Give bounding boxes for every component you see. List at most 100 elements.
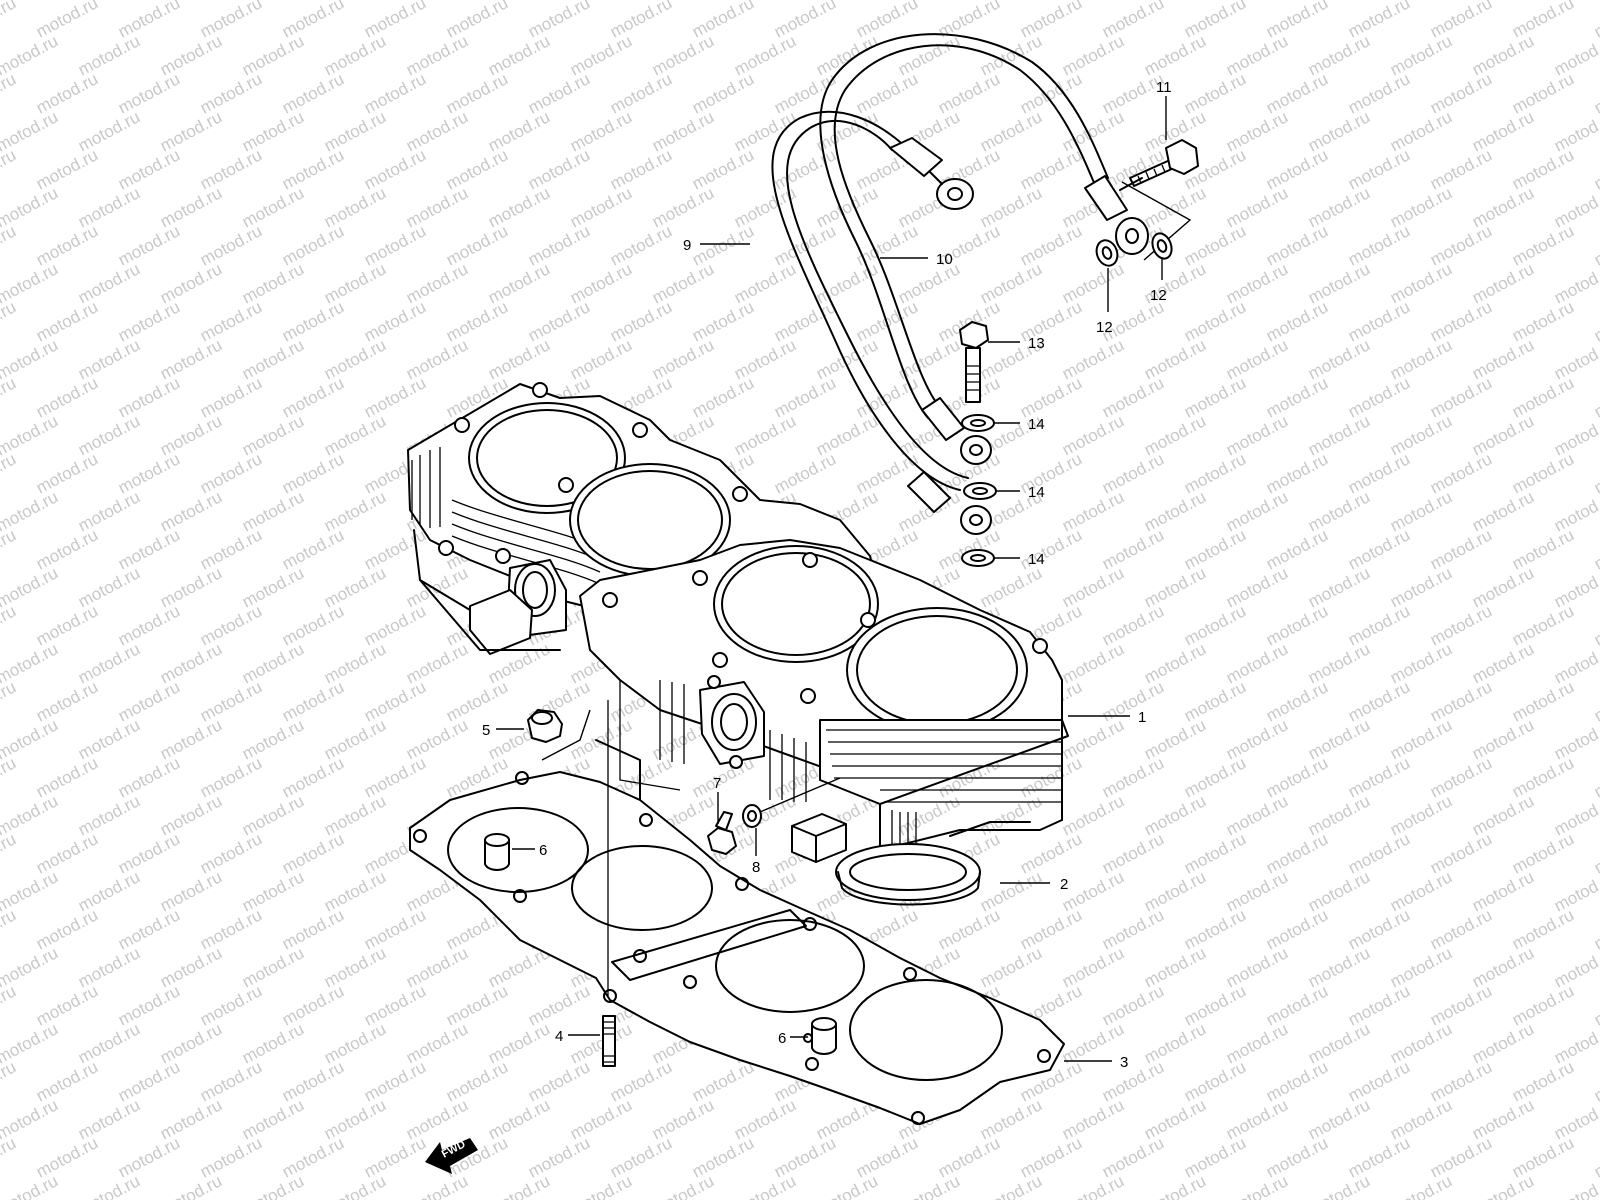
watermark-text: motod.ru (197, 753, 265, 801)
watermark-text: motod.ru (1551, 791, 1600, 839)
watermark-text: motod.ru (157, 1171, 225, 1200)
watermark-text: motod.ru (279, 221, 347, 269)
watermark-text: motod.ru (1509, 69, 1577, 117)
callout-10: 10 (936, 251, 953, 268)
watermark-text: motod.ru (1263, 677, 1331, 725)
watermark-text: motod.ru (607, 145, 675, 193)
watermark-text: motod.ru (1591, 525, 1600, 573)
watermark-text: motod.ru (115, 221, 183, 269)
watermark-text: motod.ru (935, 905, 1003, 953)
watermark-text: motod.ru (1387, 1171, 1455, 1200)
watermark-text: motod.ru (115, 1057, 183, 1105)
watermark-text: motod.ru (1509, 145, 1577, 193)
watermark-text: motod.ru (1509, 373, 1577, 421)
watermark-text: motod.ru (1509, 905, 1577, 953)
watermark-text: motod.ru (115, 69, 183, 117)
watermark-text: motod.ru (1345, 829, 1413, 877)
watermark-text: motod.ru (1591, 69, 1600, 117)
watermark-text: motod.ru (0, 221, 19, 269)
watermark-text: motod.ru (1427, 449, 1495, 497)
watermark-text: motod.ru (1551, 31, 1600, 79)
watermark-text: motod.ru (115, 829, 183, 877)
watermark-text: motod.ru (443, 297, 511, 345)
dowel-6-b (811, 1017, 837, 1055)
watermark-text: motod.ru (1099, 449, 1167, 497)
watermark-text: motod.ru (1099, 905, 1167, 953)
watermark-text: motod.ru (1551, 943, 1600, 991)
watermark-text: motod.ru (771, 297, 839, 345)
callout-14-a: 14 (1028, 416, 1045, 433)
watermark-text: motod.ru (895, 1171, 963, 1200)
watermark-text: motod.ru (1427, 1133, 1495, 1181)
watermark-text: motod.ru (115, 145, 183, 193)
watermark-text: motod.ru (443, 677, 511, 725)
watermark-text: motod.ru (1181, 297, 1249, 345)
watermark-text: motod.ru (115, 1133, 183, 1181)
watermark-text: motod.ru (361, 1133, 429, 1181)
watermark-text: motod.ru (1263, 905, 1331, 953)
watermark-text: motod.ru (771, 69, 839, 117)
watermark-text: motod.ru (361, 69, 429, 117)
watermark-text: motod.ru (1427, 373, 1495, 421)
callout-5: 5 (482, 722, 490, 739)
watermark-text: motod.ru (361, 1057, 429, 1105)
callout-14-b: 14 (1028, 484, 1045, 501)
watermark-text: motod.ru (33, 145, 101, 193)
watermark-text: motod.ru (115, 297, 183, 345)
watermark-text: motod.ru (1181, 753, 1249, 801)
watermark-text: motod.ru (0, 829, 19, 877)
watermark-text: motod.ru (0, 69, 19, 117)
watermark-text: motod.ru (1509, 601, 1577, 649)
watermark-text: motod.ru (935, 69, 1003, 117)
watermark-text: motod.ru (689, 1133, 757, 1181)
watermark-text: motod.ru (115, 373, 183, 421)
watermark-text: motod.ru (1017, 221, 1085, 269)
watermark-text: motod.ru (1509, 221, 1577, 269)
callout-6-a: 6 (539, 842, 547, 859)
watermark-text: motod.ru (33, 1057, 101, 1105)
washer-12-b (1151, 232, 1173, 260)
watermark-text: motod.ru (197, 145, 265, 193)
watermark-text: motod.ru (197, 829, 265, 877)
watermark-text: motod.ru (1509, 449, 1577, 497)
watermark-text: motod.ru (361, 373, 429, 421)
watermark-text: motod.ru (525, 221, 593, 269)
watermark-text: motod.ru (279, 449, 347, 497)
watermark-text: motod.ru (33, 525, 101, 573)
nut-5 (527, 709, 591, 761)
watermark-text: motod.ru (1509, 1057, 1577, 1105)
watermark-text: motod.ru (607, 297, 675, 345)
callout-7: 7 (713, 775, 721, 792)
callout-12-b: 12 (1150, 287, 1167, 304)
watermark-text: motod.ru (0, 0, 19, 42)
callout-3: 3 (1120, 1054, 1128, 1071)
dowel-6-a (484, 833, 510, 871)
watermark-text: motod.ru (525, 981, 593, 1029)
watermark-text: motod.ru (1551, 335, 1600, 383)
watermark-text: motod.ru (361, 905, 429, 953)
watermark-text: motod.ru (197, 981, 265, 1029)
watermark-text: motod.ru (525, 1133, 593, 1181)
union-bolt-11 (1119, 139, 1199, 261)
watermark-text: motod.ru (197, 525, 265, 573)
watermark-text: motod.ru (1017, 1133, 1085, 1181)
watermark-text: motod.ru (1509, 1133, 1577, 1181)
watermark-text: motod.ru (33, 1133, 101, 1181)
watermark-text: motod.ru (1263, 145, 1331, 193)
watermark-text: motod.ru (689, 69, 757, 117)
watermark-text: motod.ru (1345, 297, 1413, 345)
watermark-text: motod.ru (1181, 373, 1249, 421)
watermark-text: motod.ru (1345, 145, 1413, 193)
watermark-text: motod.ru (1345, 373, 1413, 421)
watermark-text: motod.ru (1591, 373, 1600, 421)
watermark-text: motod.ru (1017, 829, 1085, 877)
leader-lines (496, 96, 1167, 1062)
watermark-text: motod.ru (279, 145, 347, 193)
watermark-text: motod.ru (1551, 411, 1600, 459)
watermark-text: motod.ru (813, 1171, 881, 1200)
watermark-text: motod.ru (0, 981, 19, 1029)
watermark-text: motod.ru (525, 1057, 593, 1105)
watermark-text: motod.ru (1345, 449, 1413, 497)
watermark-text: motod.ru (1263, 297, 1331, 345)
watermark-text: motod.ru (1263, 221, 1331, 269)
